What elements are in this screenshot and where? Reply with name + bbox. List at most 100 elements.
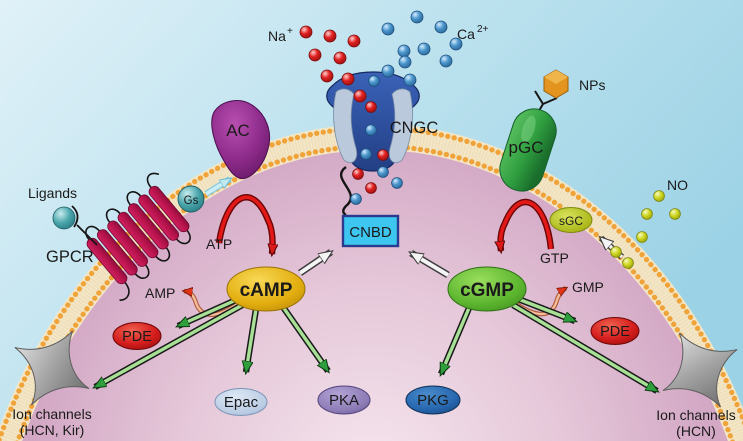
epac-label: Epac <box>224 394 259 411</box>
cgmp-to-pkg-arrow <box>439 307 471 374</box>
atp-to-camp-arrow <box>217 195 273 254</box>
ca-ion-dot <box>434 20 448 34</box>
atp-label: ATP <box>206 236 232 252</box>
degradation-arrows <box>184 286 566 318</box>
cgmp-to-gmp-arrow <box>511 288 566 316</box>
gtp-to-cgmp-arrow <box>500 200 553 251</box>
pka-node <box>317 385 371 415</box>
cgmp-to-cnbd-arrow <box>411 253 450 277</box>
cnbd-label: CNBD <box>349 224 392 241</box>
no-ion-dot <box>636 231 648 243</box>
ligand-linker <box>76 224 98 246</box>
amp-label: AMP <box>145 285 175 301</box>
pgc-label: pGC <box>509 138 544 157</box>
cgmp-label: cGMP <box>460 280 514 301</box>
na-ion-dot <box>341 72 355 86</box>
ca-ion-dot <box>403 73 417 87</box>
cnbd-domain <box>341 214 400 248</box>
gs-to-ac-arrow <box>205 179 230 196</box>
na-ion-dot <box>320 69 334 83</box>
channel-flow-ions <box>350 75 403 205</box>
labels: Ligands GPCR Gs AC ATP AMP cAMP cGMP Na … <box>12 24 735 439</box>
cngc-label: CNGC <box>390 119 439 137</box>
sodium-label: Na <box>268 28 286 44</box>
ion-channel-left-shape <box>14 330 90 406</box>
ca-ion-dot <box>439 54 453 68</box>
adenylyl-cyclase-shape <box>211 100 271 180</box>
ca-ion-dot <box>398 55 412 69</box>
ligand-sphere <box>52 206 76 230</box>
ca-ion-dot <box>449 37 463 51</box>
pka-label: PKA <box>329 392 359 409</box>
na-ion-dot <box>365 182 377 194</box>
no-ion-dot <box>669 208 681 220</box>
sodium-charge: + <box>287 26 293 37</box>
ca-ion-dot <box>417 42 431 56</box>
camp-to-ion-channels-left-arrow <box>95 301 247 387</box>
ca-ion-dot <box>381 64 395 78</box>
na-ion-dot <box>353 89 367 103</box>
na-ion-dot <box>377 149 389 161</box>
camp-to-cnbd-arrow <box>298 252 331 275</box>
ion-channels-right-label: Ion channels <box>656 407 735 423</box>
na-ion-dot <box>333 51 347 65</box>
epac-node <box>214 388 268 416</box>
ion-channels-left-label: Ion channels <box>12 406 91 422</box>
pde-right-label: PDE <box>600 324 630 340</box>
ligand-binding-cup <box>71 205 79 228</box>
sgc-node <box>549 207 593 233</box>
camp-node <box>226 266 306 312</box>
nps-hexagon <box>543 69 569 99</box>
gpcr-loops <box>85 172 191 301</box>
na-ion-dot <box>347 34 361 48</box>
pgc-receptor-shape <box>499 108 557 192</box>
calcium-ions <box>381 10 463 87</box>
ca-ion-dot <box>377 166 389 178</box>
ca-ion-dot <box>360 148 372 160</box>
ca-ion-dot <box>391 177 403 189</box>
ligand <box>52 205 98 246</box>
gpcr-helices <box>86 185 190 285</box>
ca-ion-dot <box>350 193 362 205</box>
gs-protein-sphere <box>177 185 205 213</box>
ion-channel-right-shape <box>662 332 738 408</box>
no-label: NO <box>667 177 688 193</box>
nps-label: NPs <box>579 77 605 93</box>
ion-channels-left-sublabel: (HCN, Kir) <box>20 422 85 438</box>
camp-label: cAMP <box>240 280 293 301</box>
no-ion-dot <box>641 208 653 220</box>
na-ion-dot <box>352 168 364 180</box>
cgmp-to-ion-channels-right-arrow <box>512 303 657 391</box>
pde-right-node <box>590 317 640 345</box>
cnbd-box <box>341 214 400 248</box>
ca-ion-dot <box>397 44 411 58</box>
na-ion-dot <box>365 101 377 113</box>
gmp-label: GMP <box>572 279 604 295</box>
pde-left-label: PDE <box>122 329 152 345</box>
na-ion-dot <box>308 48 322 62</box>
ac-label: AC <box>226 121 250 140</box>
na-ion-dot <box>299 25 313 39</box>
ca-ion-dot <box>365 124 377 136</box>
cngc-channel <box>326 71 420 172</box>
cngc-right-wall <box>388 88 413 164</box>
ca-ion-dot <box>410 10 424 24</box>
pde-left-node <box>112 322 162 350</box>
pkg-label: PKG <box>417 392 449 409</box>
no-ion-dot <box>653 190 665 202</box>
calcium-charge: 2+ <box>477 24 489 35</box>
camp-to-amp-arrow <box>184 291 241 316</box>
activation-arrows <box>95 294 657 394</box>
no-ion-dot <box>622 257 634 269</box>
nitric-oxide-molecules <box>610 190 681 269</box>
gpcr-label: GPCR <box>46 248 94 266</box>
cgmp-node <box>447 266 527 312</box>
camp-to-pde-arrow <box>178 298 237 328</box>
no-ion-dot <box>610 246 622 258</box>
gs-label: Gs <box>184 195 199 207</box>
sodium-ions <box>299 25 367 103</box>
camp-to-pka-arrow <box>281 306 328 371</box>
ca-ion-dot <box>381 22 395 36</box>
